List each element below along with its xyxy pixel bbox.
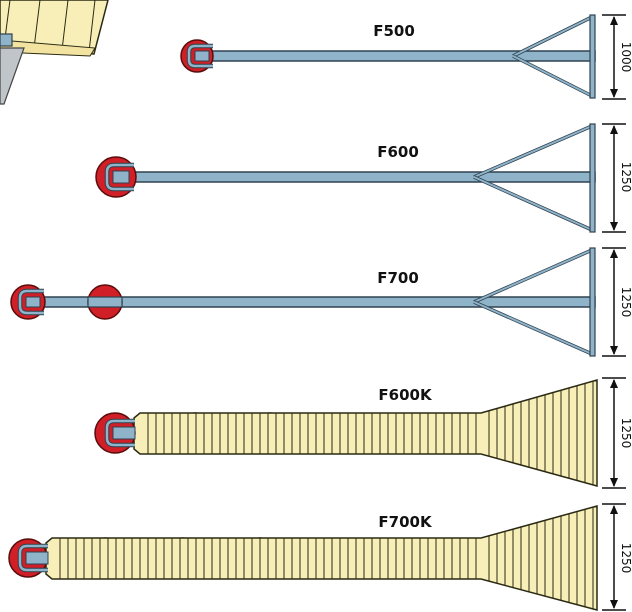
dimension-line-f500: [602, 14, 626, 100]
deck-planks-f700k: [59, 507, 594, 609]
model-label-f700k: F700K: [378, 513, 433, 531]
model-f700k: F700K 1250: [8, 503, 632, 611]
dimension-label-f600k: 1250: [619, 418, 632, 449]
model-label-f700: F700: [377, 269, 419, 287]
deck-planks-f600k: [147, 381, 594, 485]
dimension-label-f600: 1250: [619, 162, 632, 193]
frame-f700: [37, 247, 596, 357]
dimension-line-f600k: [602, 377, 626, 489]
frame-f600: [124, 123, 596, 233]
dimension-label-f700: 1250: [619, 287, 632, 318]
dimension-label-f500: 1000: [619, 42, 632, 73]
wheel-f500: [180, 39, 214, 73]
dimension-label-f700k: 1250: [619, 543, 632, 574]
deck-corner-illustration: [0, 0, 109, 105]
dimension-line-f700k: [602, 503, 626, 611]
deck-f600k: [133, 379, 598, 487]
wheel-f600k: [94, 412, 136, 454]
wheel-f600: [95, 156, 137, 198]
model-label-f500: F500: [373, 22, 415, 40]
dimension-line-f700: [602, 247, 626, 357]
model-f600k: F600K 1250: [94, 377, 632, 489]
model-label-f600: F600: [377, 143, 419, 161]
model-label-f600k: F600K: [378, 386, 433, 404]
wheel-f700: [10, 284, 46, 320]
dimension-line-f600: [602, 123, 626, 233]
deck-f700k: [45, 505, 598, 611]
model-f500: F500 1000: [180, 14, 632, 100]
wheel-f700k: [8, 538, 49, 578]
mid-wheel-f700: [87, 284, 123, 320]
model-f600: F600 1250: [95, 123, 632, 233]
model-f700: F700 1250: [10, 247, 632, 357]
